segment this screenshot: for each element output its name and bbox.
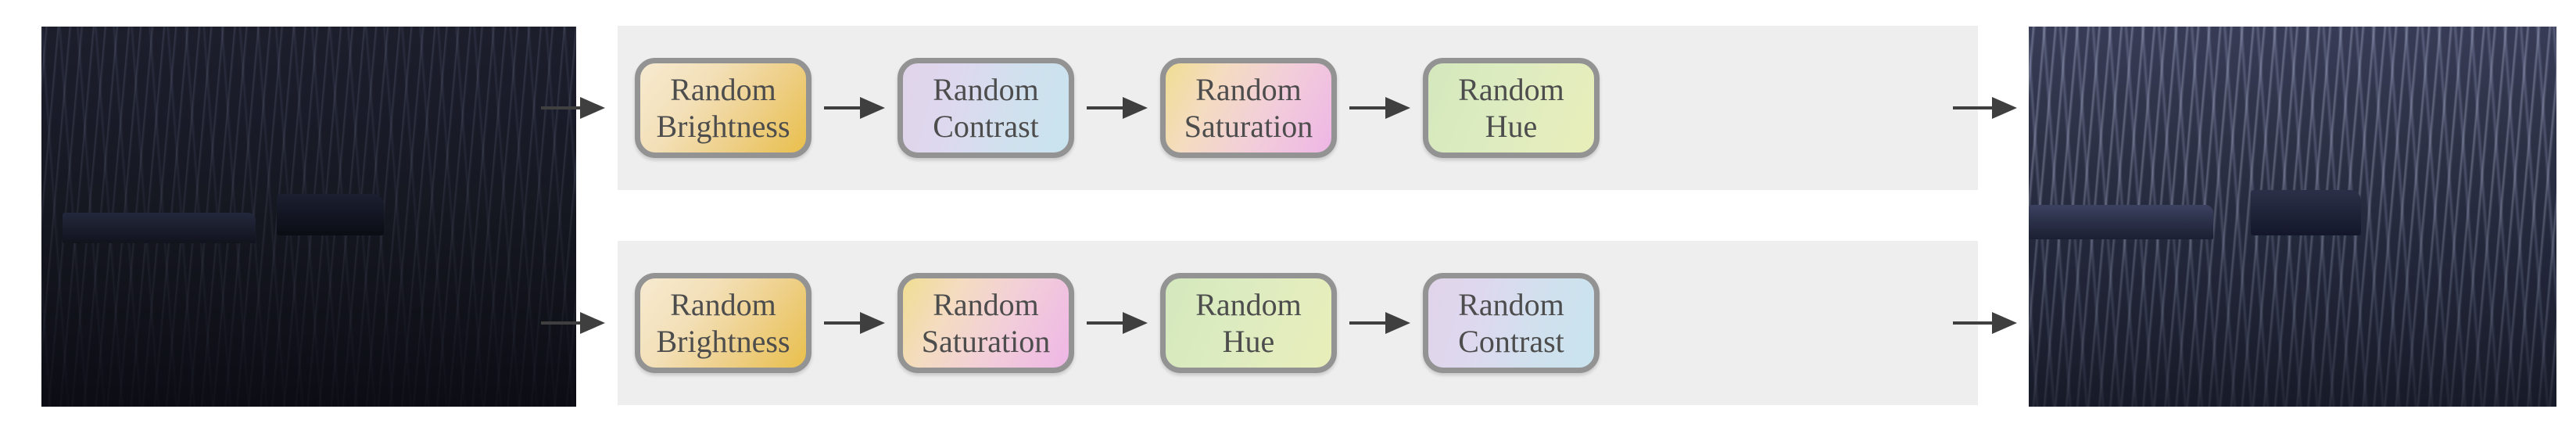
stage-label-line1: Random: [1195, 71, 1302, 107]
pipeline-row-0: Random Brightness Random Contrast Random…: [618, 26, 1978, 190]
stage-flow-0: Random Brightness Random Contrast Random…: [635, 58, 1600, 158]
stage-label-line1: Random: [1195, 286, 1302, 322]
arrow-input-to-pipeline-0: [541, 97, 605, 119]
stage-label-line1: Random: [1458, 71, 1564, 107]
stage-label-line2: Saturation: [1184, 109, 1313, 144]
arrow-right-icon: [1349, 97, 1410, 119]
stage-label-line2: Contrast: [1458, 324, 1564, 359]
stage-label-line2: Hue: [1222, 324, 1275, 359]
output-barge: [2029, 205, 2214, 240]
arrow-pipeline-1-to-output: [1953, 312, 2017, 334]
stage-random-brightness[interactable]: Random Brightness: [635, 58, 811, 158]
stage-label-line2: Brightness: [656, 109, 790, 144]
stage-label-line1: Random: [933, 286, 1039, 322]
stage-random-saturation[interactable]: Random Saturation: [1160, 58, 1337, 158]
arrow-right-icon: [824, 97, 885, 119]
stage-label-line1: Random: [670, 71, 776, 107]
stage-label-line1: Random: [1458, 286, 1564, 322]
arrow-input-to-pipeline-1: [541, 312, 605, 334]
arrow-right-icon: [1087, 312, 1148, 334]
pipeline-row-1: Random Brightness Random Saturation Rand…: [618, 241, 1978, 405]
input-image: [41, 27, 576, 407]
input-boat: [276, 193, 384, 236]
arrow-right-icon: [1349, 312, 1410, 334]
output-image: [2029, 27, 2556, 407]
arrow-right-icon: [824, 312, 885, 334]
stage-label-line2: Saturation: [921, 324, 1051, 359]
stage-label-line2: Hue: [1485, 109, 1538, 144]
stage-flow-1: Random Brightness Random Saturation Rand…: [635, 273, 1600, 373]
stage-random-saturation[interactable]: Random Saturation: [897, 273, 1074, 373]
stage-label-line2: Contrast: [933, 109, 1039, 144]
stage-label-line2: Brightness: [656, 324, 790, 359]
stage-label-line1: Random: [670, 286, 776, 322]
stage-random-hue[interactable]: Random Hue: [1423, 58, 1600, 158]
stage-random-contrast[interactable]: Random Contrast: [1423, 273, 1600, 373]
stage-label-line1: Random: [933, 71, 1039, 107]
arrow-right-icon: [1087, 97, 1148, 119]
stage-random-contrast[interactable]: Random Contrast: [897, 58, 1074, 158]
input-barge: [63, 213, 256, 243]
output-boat: [2250, 189, 2362, 236]
stage-random-brightness[interactable]: Random Brightness: [635, 273, 811, 373]
stage-random-hue[interactable]: Random Hue: [1160, 273, 1337, 373]
arrow-pipeline-0-to-output: [1953, 97, 2017, 119]
